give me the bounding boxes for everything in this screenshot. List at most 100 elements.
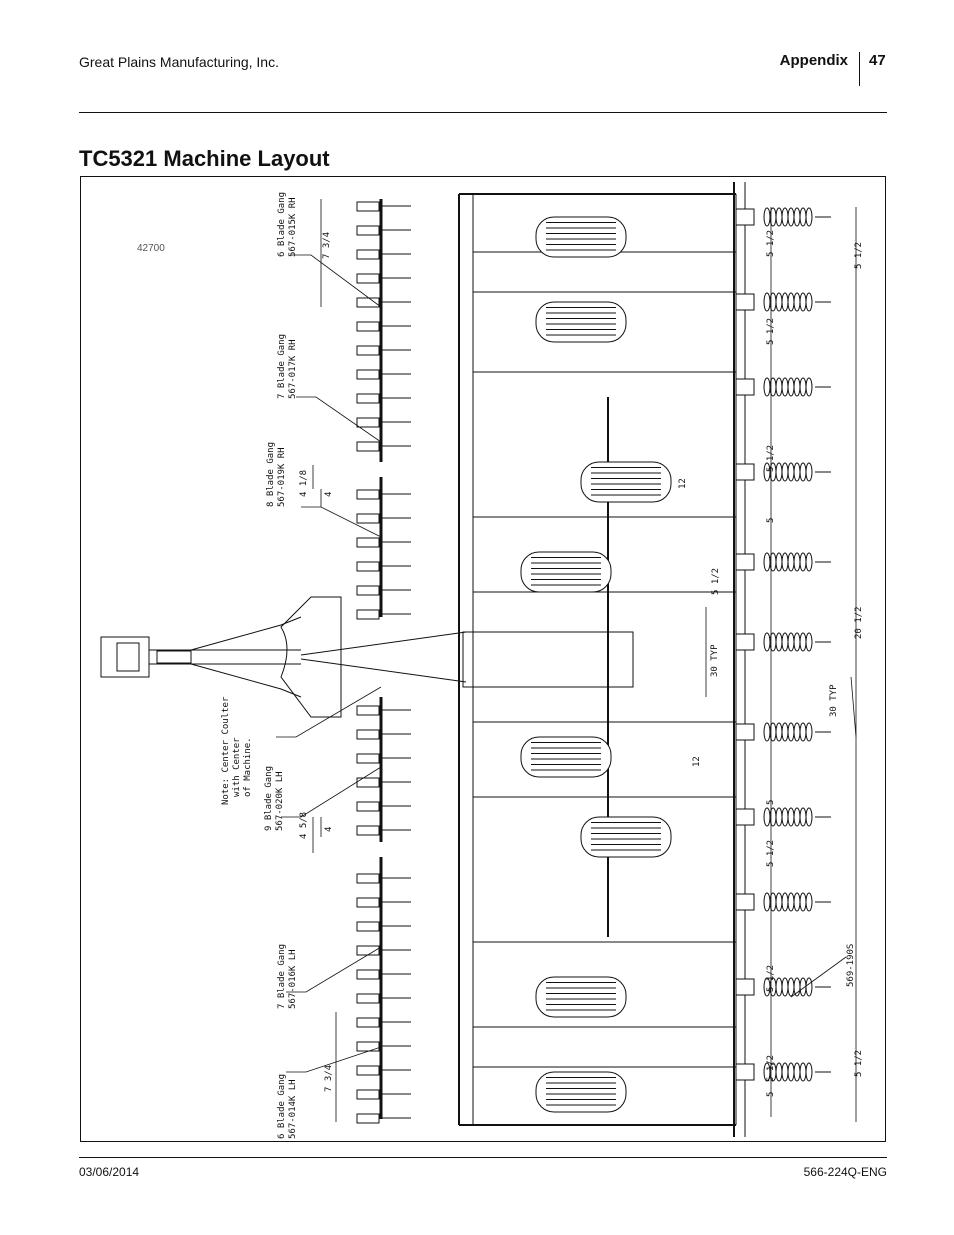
callout-gang-016-line-2: 567-016K LH	[288, 949, 298, 1009]
machine-layout-figure: 42700	[80, 176, 886, 1142]
shank-spring-coil	[787, 377, 795, 397]
gauge-wheel-tire	[535, 976, 627, 1018]
callout-gang-017-line-1: 7 Blade Gang	[277, 334, 287, 399]
callout-gang-019: 8 Blade Gang 567-019K RH	[266, 442, 287, 507]
shank-assembly	[735, 207, 831, 227]
callout-gang-015-line-1: 6 Blade Gang	[277, 192, 287, 257]
dim-4-1-8: 4 1/8	[299, 470, 309, 497]
coulter-blade	[356, 777, 380, 788]
coulter-blade	[356, 417, 380, 428]
shank-spring-coil	[763, 377, 771, 397]
shank-spring-coil	[799, 207, 807, 227]
shank-spring-coil	[763, 292, 771, 312]
shank-spring-coil	[793, 892, 801, 912]
hitch-clevis	[100, 636, 150, 678]
shank-spring-coil	[805, 892, 813, 912]
leader-gang-020	[281, 766, 382, 818]
shank-spring-coil	[787, 977, 795, 997]
shank-mount	[735, 893, 755, 911]
shank-spring-coil	[775, 207, 783, 227]
gauge-wheel-tire	[535, 1071, 627, 1113]
gauge-wheel-tire	[535, 216, 627, 258]
dim-5-1-2-c: 5 1/2	[766, 445, 776, 472]
footer-rule	[79, 1157, 887, 1158]
coulter-blade	[356, 441, 380, 452]
callout-gang-019-line-1: 8 Blade Gang	[266, 442, 276, 507]
coulter-blade	[356, 393, 380, 404]
shank-assembly	[735, 632, 831, 652]
coulter-blade	[356, 825, 380, 836]
shank-spring-coil	[781, 892, 789, 912]
leader-gang-016	[286, 946, 382, 993]
coulter-blade	[356, 1089, 380, 1100]
dim-5-1-2-right-bottom: 5 1/2	[854, 1050, 864, 1077]
dim-5-1-2-right-top: 5 1/2	[854, 242, 864, 269]
dim-line-30-typ-right	[850, 676, 857, 738]
leader-gang-014	[286, 1046, 382, 1073]
shank-spring-coil	[805, 807, 813, 827]
shank-spring-coil	[787, 632, 795, 652]
header-rule	[79, 112, 887, 113]
tongue-yoke	[280, 596, 342, 718]
shank-spring-coil	[793, 632, 801, 652]
coulter-blade	[356, 369, 380, 380]
dim-4-top: 4	[324, 492, 334, 497]
shank-spring-coil	[799, 1062, 807, 1082]
shank-spring-coil	[799, 807, 807, 827]
shank-spring-coil	[799, 462, 807, 482]
part-569-190s: 569-190S	[846, 944, 856, 987]
coulter-blade	[356, 249, 380, 260]
gauge-wheel	[535, 1071, 627, 1113]
shank-assembly	[735, 892, 831, 912]
shank-spring-coil	[781, 632, 789, 652]
coulter-blade	[356, 921, 380, 932]
coulter-blade	[356, 321, 380, 332]
shank-spring-coil	[763, 807, 771, 827]
shank-spring-coil	[793, 1062, 801, 1082]
dim-5-c: 5	[766, 1092, 776, 1097]
shank-spring-coil	[805, 632, 813, 652]
gauge-wheel	[535, 216, 627, 258]
shank-spring-coil	[793, 377, 801, 397]
footer-doc-number: 566-224Q-ENG	[803, 1165, 887, 1179]
shank-spring-coil	[763, 632, 771, 652]
shank-spring-coil	[775, 292, 783, 312]
shank-spring-coil	[763, 552, 771, 572]
dim-4-5-8: 4 5/8	[299, 812, 309, 839]
gauge-wheel	[520, 736, 612, 778]
dim-20-1-2: 20 1/2	[854, 606, 864, 639]
figure-id: 42700	[137, 243, 165, 254]
dim-12-bottom: 12	[692, 756, 702, 767]
dim-5-1-2-f: 5 1/2	[766, 965, 776, 992]
shank-spring-coil	[793, 292, 801, 312]
shank-mount	[735, 1063, 755, 1081]
callout-gang-020: 9 Blade Gang 567-020K LH	[264, 766, 285, 831]
shank-spring-coil	[781, 552, 789, 572]
gauge-wheel	[535, 976, 627, 1018]
dim-30-typ-mid: 30 TYP	[710, 644, 720, 677]
shank-spring-coil	[805, 552, 813, 572]
coulter-blade	[356, 297, 380, 308]
callout-gang-015-line-2: 567-015K RH	[288, 197, 298, 257]
dim-5-b: 5	[766, 800, 776, 805]
coulter-blade	[356, 225, 380, 236]
tongue-flare	[190, 616, 302, 698]
shank-spring-coil	[799, 377, 807, 397]
company-name: Great Plains Manufacturing, Inc.	[79, 54, 279, 70]
leader-gang-019	[301, 506, 382, 538]
shank-spring-coil	[799, 552, 807, 572]
callout-note-line-1: Note: Center Coulter	[221, 696, 231, 805]
shank-spring-coil	[799, 722, 807, 742]
shank-spring-coil	[775, 807, 783, 827]
shank-spring-coil	[787, 722, 795, 742]
shank-mount	[735, 553, 755, 571]
leader-note	[276, 686, 382, 738]
shank-spring-coil	[781, 807, 789, 827]
callout-gang-019-line-2: 567-019K RH	[277, 447, 287, 507]
coulter-blade	[356, 201, 380, 212]
coulter-blade	[356, 969, 380, 980]
shank-spring-coil	[781, 722, 789, 742]
hitch-pin	[156, 650, 192, 664]
gauge-wheel-tire	[535, 301, 627, 343]
coulter-blade	[356, 1113, 380, 1124]
